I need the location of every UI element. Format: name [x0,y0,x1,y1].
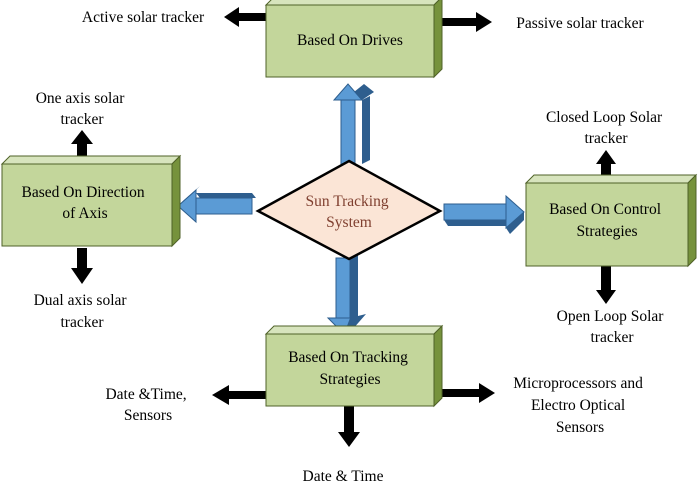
connector-arrow-down [326,254,366,335]
leaf-closed-loop-solar-tracker: Closed Loop Solar tracker [546,109,666,147]
box-based-on-direction-of-axis: Based On Direction of Axis [0,154,182,248]
connector-arrow-right [443,194,525,234]
arrow-to-dual-axis [71,248,93,284]
leaf-active-solar-tracker: Active solar tracker [82,9,205,26]
arrow-to-passive [442,12,492,32]
arrow-to-date-time-sensors [212,385,266,405]
box-tracking-label: Based On Tracking Strategies [288,349,412,388]
connector-arrow-left [177,186,256,224]
arrow-to-active [224,7,266,27]
arrow-to-one-axis [71,130,93,163]
leaf-date-time: Date & Time [303,468,384,484]
box-based-on-drives: Based On Drives [264,0,443,79]
box-axis-label: Based On Direction of Axis [22,184,149,222]
arrow-to-open-loop [596,266,616,304]
leaf-open-loop-solar-tracker: Open Loop Solar tracker [557,308,668,346]
leaf-one-axis-solar-tracker: One axis solar tracker [36,90,129,128]
box-control-label: Based On Control Strategies [549,201,665,240]
box-drives-label: Based On Drives [297,32,403,49]
leaf-passive-solar-tracker: Passive solar tracker [516,15,644,32]
leaf-dual-axis-solar-tracker: Dual axis solar tracker [34,292,131,331]
leaf-microprocessors-electro-optical-sensors: Microprocessors and Electro Optical Sens… [513,375,646,436]
leaf-date-time-sensors: Date &Time, Sensors [105,386,190,424]
center-label: Sun Tracking System [306,193,393,231]
arrow-to-date-time [338,406,360,447]
box-based-on-control-strategies: Based On Control Strategies [524,173,698,268]
arrow-to-microprocessors [442,383,495,403]
box-based-on-tracking-strategies: Based On Tracking Strategies [264,324,444,408]
center-diamond: Sun Tracking System [255,159,443,261]
connector-arrow-up [332,83,374,165]
